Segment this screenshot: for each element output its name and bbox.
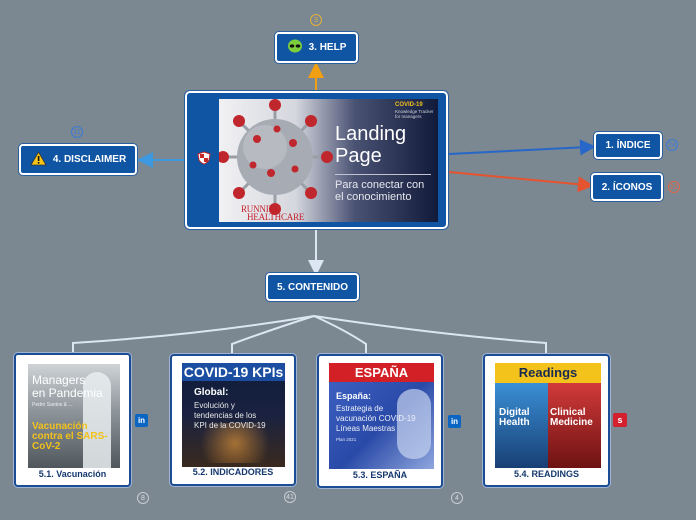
disclaimer-node[interactable]: 4. DISCLAIMER <box>19 144 137 175</box>
disclaimer-count-badge[interactable]: 11 <box>71 126 83 138</box>
disclaimer-label: 4. DISCLAIMER <box>52 154 127 165</box>
indice-label: 1. ÍNDICE <box>605 140 651 151</box>
indice-link <box>448 139 596 156</box>
landing-page-node[interactable]: COVID-19 Knowledge Tracker for managers … <box>185 91 448 229</box>
indicadores-count-badge[interactable]: 41 <box>284 491 296 503</box>
indice-node[interactable]: 1. ÍNDICE <box>594 132 662 159</box>
card-espana-label: 5.3. ESPAÑA <box>352 470 408 480</box>
hero-corner-text: Knowledge Tracker for managers <box>395 109 434 119</box>
help-count-badge[interactable]: 3 <box>310 14 322 26</box>
help-label: 3. HELP <box>308 42 347 53</box>
espana-count-badge[interactable]: 4 <box>451 492 463 504</box>
iconos-node[interactable]: 2. ÍCONOS <box>591 173 663 201</box>
card-indicadores-label: 5.2. INDICADORES <box>192 467 274 477</box>
tree-branches <box>72 315 547 353</box>
help-node[interactable]: 3. HELP <box>275 32 358 63</box>
landing-hero-image: COVID-19 Knowledge Tracker for managers … <box>219 99 438 222</box>
contenido-label: 5. CONTENIDO <box>276 281 349 293</box>
alien-icon <box>287 39 303 56</box>
iconos-count-badge[interactable]: 21 <box>668 181 680 193</box>
vacunacion-count-badge[interactable]: 8 <box>137 492 149 504</box>
scribd-icon[interactable]: s <box>613 413 627 427</box>
virus-illustration <box>219 99 333 215</box>
card-readings-label: 5.4. READINGS <box>513 469 580 479</box>
warning-icon <box>30 150 47 169</box>
iconos-link <box>448 171 594 193</box>
linkedin-icon[interactable]: in <box>448 415 461 428</box>
iconos-label: 2. ÍCONOS <box>601 181 653 193</box>
indice-count-badge[interactable]: 24 <box>666 139 678 151</box>
hero-divider <box>335 174 431 175</box>
contenido-node[interactable]: 5. CONTENIDO <box>266 273 359 301</box>
hero-corner-title: COVID-19 <box>395 102 423 108</box>
shield-icon <box>197 151 211 165</box>
linkedin-icon[interactable]: in <box>135 414 148 427</box>
card-vacunacion-label: 5.1. Vacunación <box>38 469 107 479</box>
